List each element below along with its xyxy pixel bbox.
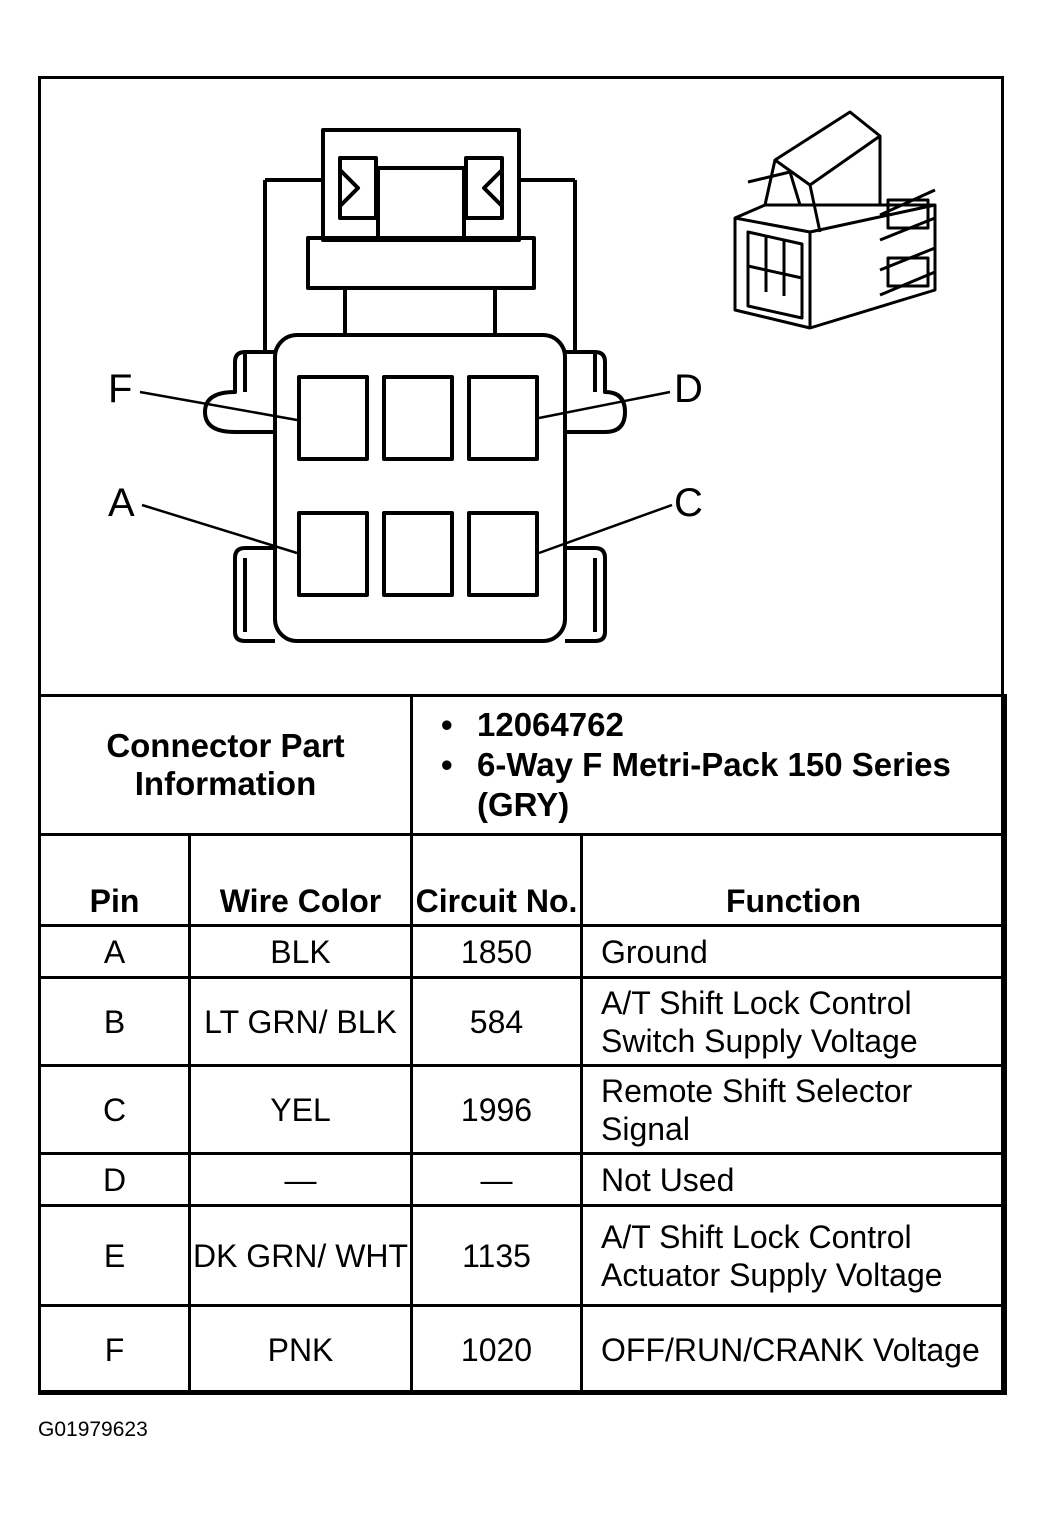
header-circuit: Circuit No. (410, 833, 583, 927)
function-cell: A/T Shift Lock Control Switch Supply Vol… (580, 976, 1007, 1067)
header-wire-color: Wire Color (188, 833, 413, 927)
connector-type: 6-Way F Metri-Pack 150 Series (GRY) (441, 745, 1004, 825)
callout-f: F (108, 367, 132, 411)
wire-color-cell: LT GRN/ BLK (188, 976, 413, 1067)
callout-a: A (108, 481, 135, 525)
pin-cell: D (38, 1152, 191, 1207)
connector-3d-thumbnail (733, 110, 937, 330)
table-header-row: Pin Wire Color Circuit No. Function (38, 833, 1007, 927)
figure-id: G01979623 (38, 1418, 148, 1441)
circuit-cell: 584 (410, 976, 583, 1067)
connector-face-view (203, 128, 627, 643)
function-cell: Remote Shift Selector Signal (580, 1064, 1007, 1155)
connector-info-label: Connector Part Information (38, 694, 413, 836)
table-row: B LT GRN/ BLK 584 A/T Shift Lock Control… (38, 976, 1007, 1067)
table-row: F PNK 1020 OFF/RUN/CRANK Voltage (38, 1304, 1007, 1395)
function-cell: A/T Shift Lock Control Actuator Supply V… (580, 1204, 1007, 1307)
pin-cell: E (38, 1204, 191, 1307)
pin-leader-lines (139, 390, 673, 555)
header-function: Function (580, 833, 1007, 927)
callout-d: D (674, 367, 703, 411)
wire-color-cell: — (188, 1152, 413, 1207)
wire-color-cell: DK GRN/ WHT (188, 1204, 413, 1307)
pinout-table: Connector Part Information 12064762 6-Wa… (38, 694, 1007, 1395)
pin-cell: B (38, 976, 191, 1067)
connector-info-row: Connector Part Information 12064762 6-Wa… (38, 694, 1007, 836)
pin-cell: C (38, 1064, 191, 1155)
table-row: C YEL 1996 Remote Shift Selector Signal (38, 1064, 1007, 1155)
part-number: 12064762 (441, 705, 1004, 745)
wire-color-cell: PNK (188, 1304, 413, 1395)
connector-info-details: 12064762 6-Way F Metri-Pack 150 Series (… (410, 694, 1007, 836)
header-pin: Pin (38, 833, 191, 927)
pin-cell: A (38, 924, 191, 979)
function-cell: OFF/RUN/CRANK Voltage (580, 1304, 1007, 1395)
table-row: D — — Not Used (38, 1152, 1007, 1207)
circuit-cell: 1135 (410, 1204, 583, 1307)
function-cell: Ground (580, 924, 1007, 979)
table-row: E DK GRN/ WHT 1135 A/T Shift Lock Contro… (38, 1204, 1007, 1307)
callout-c: C (674, 481, 703, 525)
circuit-cell: 1996 (410, 1064, 583, 1155)
table-row: A BLK 1850 Ground (38, 924, 1007, 979)
wire-color-cell: YEL (188, 1064, 413, 1155)
circuit-cell: — (410, 1152, 583, 1207)
connector-diagram: F D A C (108, 110, 937, 643)
wire-color-cell: BLK (188, 924, 413, 979)
circuit-cell: 1020 (410, 1304, 583, 1395)
pin-cell: F (38, 1304, 191, 1395)
circuit-cell: 1850 (410, 924, 583, 979)
function-cell: Not Used (580, 1152, 1007, 1207)
